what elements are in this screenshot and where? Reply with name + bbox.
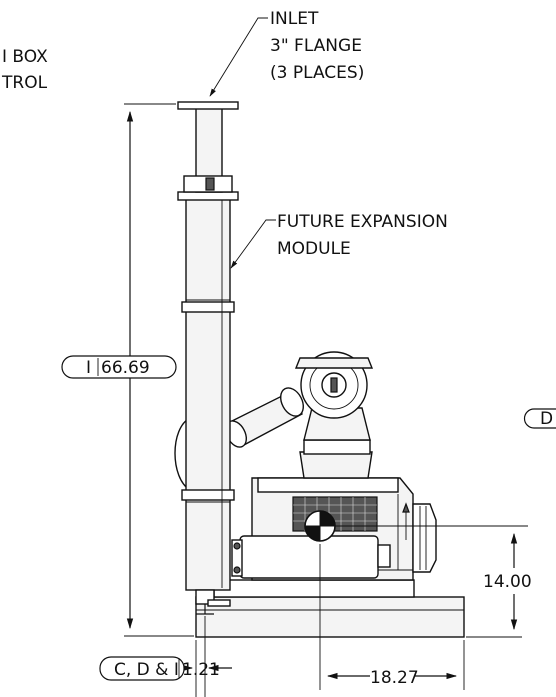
column-top-flange [177,191,239,201]
cutoff-callout-line1: I BOX [2,47,48,67]
base-frame [213,579,415,598]
motor-pedestal [299,451,373,479]
flange-offset-tag [99,656,185,681]
side-cooler [412,503,437,573]
inlet-label-line1: INLET [270,9,319,29]
height-dimension: I 66.69 [61,103,194,637]
right-cut-letter: D [540,409,553,429]
machine-drawing [174,101,528,638]
inlet-flange [177,101,239,110]
inlet-callout: INLET 3" FLANGE (3 PLACES) [209,9,364,97]
cg-horizontal-dimension: 18.27 [319,544,465,690]
flange-offset-value: 1.21 [182,660,220,680]
expansion-callout: FUTURE EXPANSION MODULE [230,212,448,269]
height-dimension-tag [61,355,177,379]
flange-offset-dimension: C, D & I 1.21 [99,616,232,697]
height-dimension-value: 66.69 [101,358,150,378]
cutoff-callout-line2: TROL [1,73,48,93]
center-of-gravity-symbol [304,510,336,542]
cg-horizontal-value: 18.27 [370,668,419,688]
base-skid [195,596,465,638]
right-cut-tag: D [523,408,556,429]
flange-offset-letters: C, D & I [114,660,179,680]
cg-height-dimension: 14.00 [466,532,532,638]
expansion-leader [230,219,276,269]
vertical-column [185,197,231,591]
inlet-label-line3: (3 PLACES) [270,63,364,83]
expansion-label-line2: MODULE [277,239,351,259]
height-dimension-letter: I [86,358,91,378]
horizontal-cylinder [239,535,379,579]
inlet-leader [209,17,268,97]
expansion-label-line1: FUTURE EXPANSION [277,212,448,232]
inlet-label-line2: 3" FLANGE [270,36,362,56]
cg-height-value: 14.00 [483,572,532,592]
